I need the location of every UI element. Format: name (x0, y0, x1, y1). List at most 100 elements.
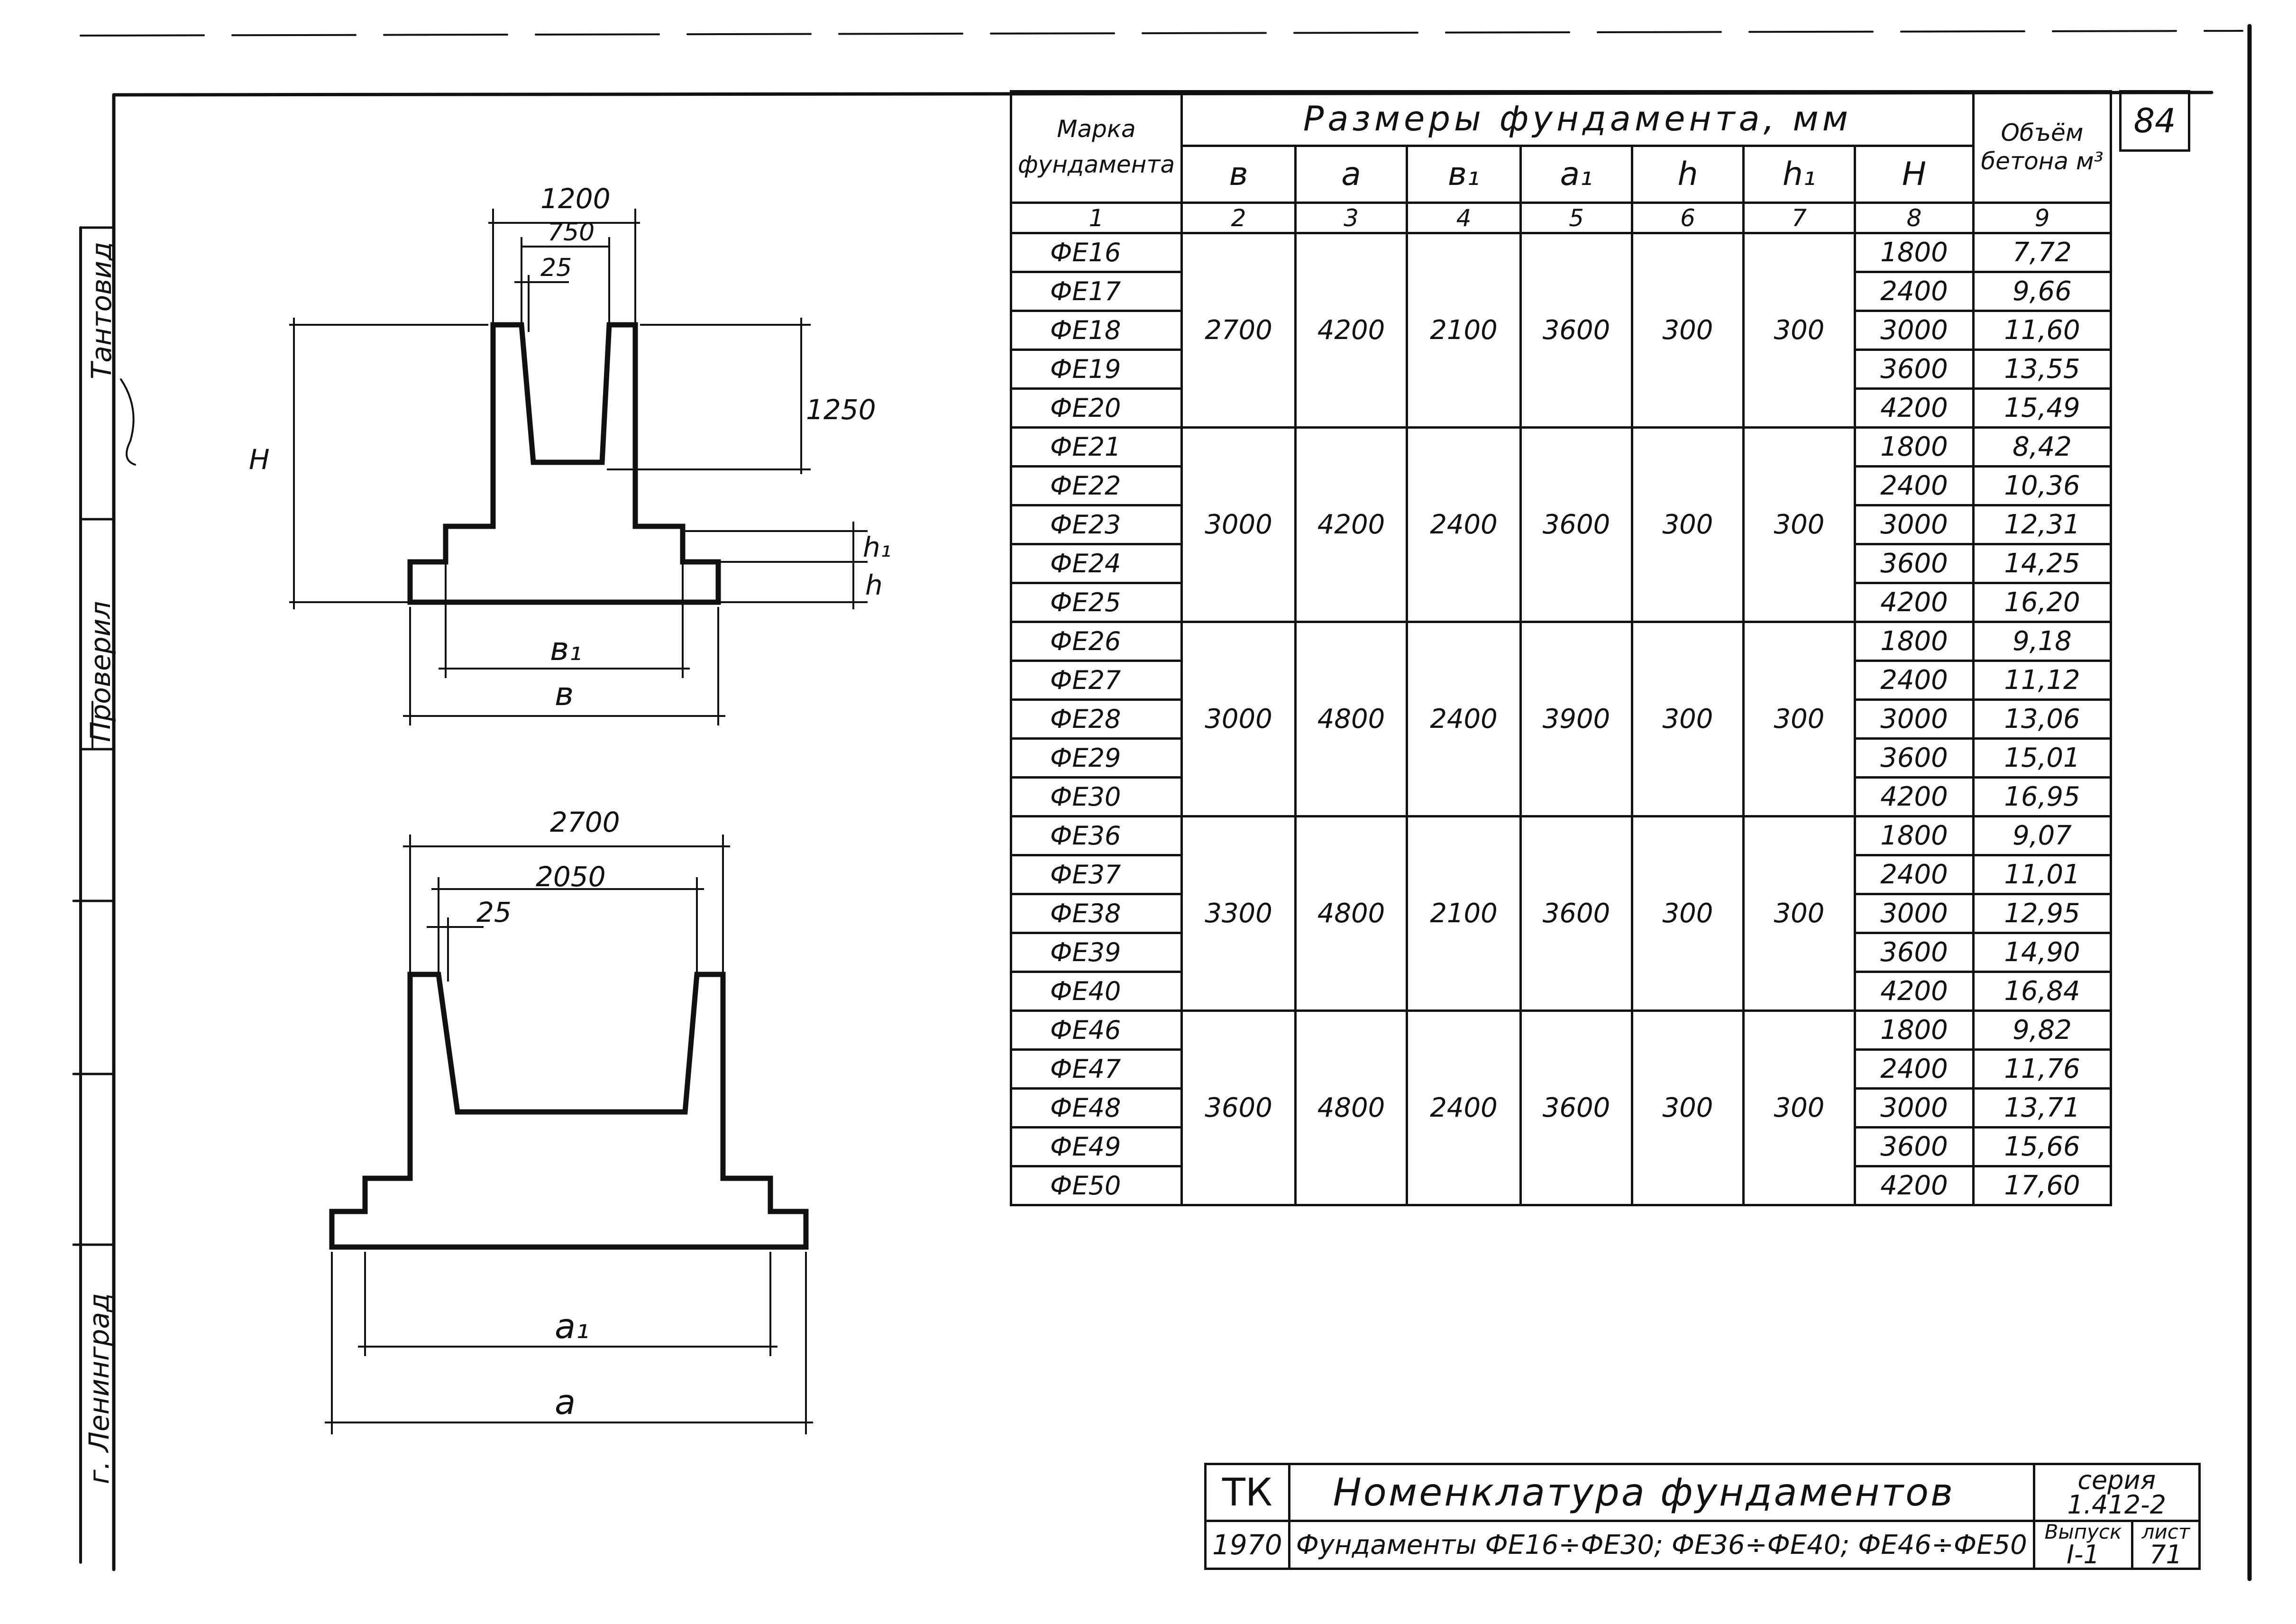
dim-base-b: в (555, 676, 574, 713)
group-value-h: 300 (1631, 426, 1745, 623)
column-number: 9 (1972, 202, 2112, 234)
plan-dim-base-a1: а₁ (555, 1306, 589, 1346)
header-col-h1: h₁ (1742, 145, 1856, 204)
header-col-H: H (1854, 145, 1975, 204)
header-dimensions: Размеры фундамента, мм (1180, 90, 1975, 146)
header-mark: Марка фундамента (1010, 90, 1183, 204)
foundation-height: 3600 (1854, 737, 1975, 779)
concrete-volume: 15,49 (1972, 387, 2112, 429)
foundation-mark: ФЕ40 (1010, 971, 1183, 1012)
dim-wall-offset: 25 (540, 254, 572, 282)
foundation-height: 4200 (1854, 387, 1975, 429)
column-number: 2 (1180, 202, 1297, 234)
group-value-a: 4800 (1294, 815, 1408, 1012)
concrete-volume: 14,25 (1972, 543, 2112, 584)
foundation-height: 4200 (1854, 776, 1975, 817)
concrete-volume: 9,82 (1972, 1009, 2112, 1051)
foundation-height: 1800 (1854, 1009, 1975, 1051)
concrete-volume: 11,76 (1972, 1048, 2112, 1090)
group-value-h: 300 (1631, 621, 1745, 817)
column-number: 1 (1010, 202, 1183, 234)
foundation-mark: ФЕ18 (1010, 310, 1183, 351)
foundation-height: 3000 (1854, 310, 1975, 351)
header-col-b1: в₁ (1406, 145, 1522, 204)
column-number: 7 (1742, 202, 1856, 234)
foundation-height: 3000 (1854, 1087, 1975, 1129)
group-value-b1: 2400 (1406, 426, 1522, 623)
group-value-a1: 3600 (1519, 232, 1633, 429)
concrete-volume: 12,95 (1972, 893, 2112, 934)
foundation-mark: ФЕ30 (1010, 776, 1183, 817)
foundation-height: 4200 (1854, 582, 1975, 623)
group-value-h1: 300 (1742, 232, 1856, 429)
concrete-volume: 17,60 (1972, 1165, 2112, 1206)
concrete-volume: 11,60 (1972, 310, 2112, 351)
section-drawing (289, 209, 868, 725)
group-value-a1: 3600 (1519, 1009, 1633, 1206)
foundation-height: 2400 (1854, 1048, 1975, 1090)
side-label-tantovid: Тантовид (85, 241, 118, 379)
foundation-mark: ФЕ27 (1010, 660, 1183, 701)
plan-outline (329, 972, 809, 1250)
concrete-volume: 13,55 (1972, 349, 2112, 390)
plan-dim-wall-offset: 25 (476, 896, 512, 928)
group-value-b: 3000 (1180, 426, 1297, 623)
foundation-height: 4200 (1854, 1165, 1975, 1206)
group-value-a: 4200 (1294, 426, 1408, 623)
column-number: 4 (1406, 202, 1522, 234)
foundation-height: 2400 (1854, 271, 1975, 312)
column-number: 8 (1854, 202, 1975, 234)
foundation-mark: ФЕ48 (1010, 1087, 1183, 1129)
dim-width-inner: 750 (548, 218, 595, 247)
foundation-height: 3000 (1854, 893, 1975, 934)
concrete-volume: 15,66 (1972, 1126, 2112, 1167)
stamp-issue-label: Выпуск (2044, 1520, 2122, 1543)
dim-step-h: h (865, 569, 883, 601)
concrete-volume: 9,66 (1972, 271, 2112, 312)
stamp-series: серия 1.412-2 (2032, 1463, 2201, 1522)
group-value-h: 300 (1631, 1009, 1745, 1206)
concrete-volume: 9,07 (1972, 815, 2112, 856)
stamp-subtitle: Фундаменты ФЕ16÷ФЕ30; ФЕ36÷ФЕ40; ФЕ46÷ФЕ… (1288, 1520, 2035, 1570)
foundation-height: 1800 (1854, 621, 1975, 662)
foundation-height: 4200 (1854, 971, 1975, 1012)
plan-drawing (325, 835, 813, 1434)
stamp-sheet-label: лист (2141, 1520, 2190, 1543)
header-volume: Объём бетона м³ (1972, 90, 2112, 204)
sheet-number: 84 (2119, 90, 2190, 152)
foundation-mark: ФЕ29 (1010, 737, 1183, 779)
foundation-height: 1800 (1854, 815, 1975, 856)
group-value-h1: 300 (1742, 426, 1856, 623)
foundation-mark: ФЕ28 (1010, 698, 1183, 740)
foundation-height: 2400 (1854, 660, 1975, 701)
concrete-volume: 14,90 (1972, 932, 2112, 973)
stamp-issue: Выпуск I-1 (2032, 1520, 2134, 1570)
concrete-volume: 12,31 (1972, 504, 2112, 545)
concrete-volume: 16,84 (1972, 971, 2112, 1012)
plan-dim-width-top: 2700 (550, 806, 620, 838)
foundation-mark: ФЕ21 (1010, 426, 1183, 468)
group-value-a: 4800 (1294, 1009, 1408, 1206)
foundation-height: 2400 (1854, 465, 1975, 506)
group-value-a1: 3600 (1519, 426, 1633, 623)
foundation-height: 3600 (1854, 1126, 1975, 1167)
foundation-height: 3000 (1854, 698, 1975, 740)
concrete-volume: 16,95 (1972, 776, 2112, 817)
foundation-mark: ФЕ37 (1010, 854, 1183, 895)
